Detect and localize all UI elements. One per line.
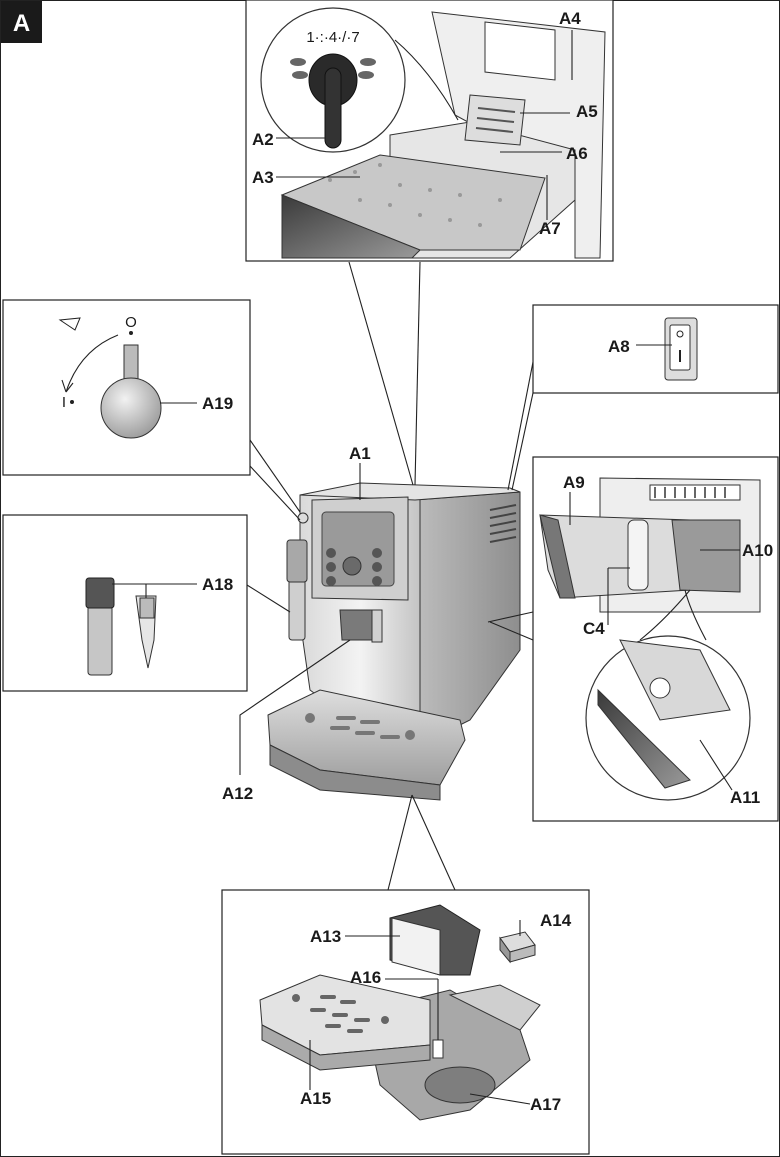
leader-lines bbox=[112, 30, 740, 1105]
label-a10: A10 bbox=[742, 541, 773, 560]
a9-detail-panel bbox=[532, 456, 779, 822]
label-a4: A4 bbox=[559, 9, 581, 28]
a12-leader bbox=[239, 639, 351, 775]
label-a19: A19 bbox=[202, 394, 233, 413]
knob-mark-bottom: I bbox=[62, 394, 66, 411]
connector-a8 bbox=[507, 361, 534, 491]
top-detail-panel: 1·:·4·/·7 bbox=[245, 0, 614, 262]
label-a2: A2 bbox=[252, 130, 274, 149]
label-a13: A13 bbox=[310, 927, 341, 946]
label-a17: A17 bbox=[530, 1095, 561, 1114]
coffee-machine-main bbox=[267, 482, 521, 801]
dial-scale-label: 1·:·4·/·7 bbox=[306, 29, 359, 46]
bottom-detail-panel bbox=[221, 889, 590, 1155]
connector-top-right bbox=[414, 261, 421, 486]
connector-top-left bbox=[348, 261, 414, 486]
figure-badge: A bbox=[1, 1, 42, 43]
side-vents bbox=[489, 504, 517, 543]
label-a18: A18 bbox=[202, 575, 233, 594]
callout-labels: A2 A3 A4 A5 A6 A7 A1 A8 A19 A18 A9 A10 C… bbox=[202, 9, 773, 1114]
label-a9: A9 bbox=[563, 473, 585, 492]
label-a7: A7 bbox=[539, 219, 561, 238]
connector-a9 bbox=[487, 611, 534, 623]
label-a12: A12 bbox=[222, 784, 253, 803]
label-a5: A5 bbox=[576, 102, 598, 121]
connector-a19 bbox=[249, 439, 301, 513]
label-a6: A6 bbox=[566, 144, 588, 163]
connector-a18 bbox=[246, 584, 291, 613]
label-a16: A16 bbox=[350, 968, 381, 987]
a19-detail-panel: O I bbox=[2, 299, 251, 476]
connector-bottom bbox=[387, 794, 413, 891]
a18-detail-panel bbox=[2, 514, 248, 692]
knob-mark-top: O bbox=[125, 314, 137, 331]
label-a11: A11 bbox=[730, 788, 760, 807]
label-a14: A14 bbox=[540, 911, 572, 930]
label-a1: A1 bbox=[349, 444, 371, 463]
label-c4: C4 bbox=[583, 619, 605, 638]
figure-badge-text: A bbox=[13, 10, 30, 37]
label-a8: A8 bbox=[608, 337, 630, 356]
label-a3: A3 bbox=[252, 168, 274, 187]
label-a15: A15 bbox=[300, 1089, 331, 1108]
a8-detail-panel bbox=[532, 304, 779, 394]
